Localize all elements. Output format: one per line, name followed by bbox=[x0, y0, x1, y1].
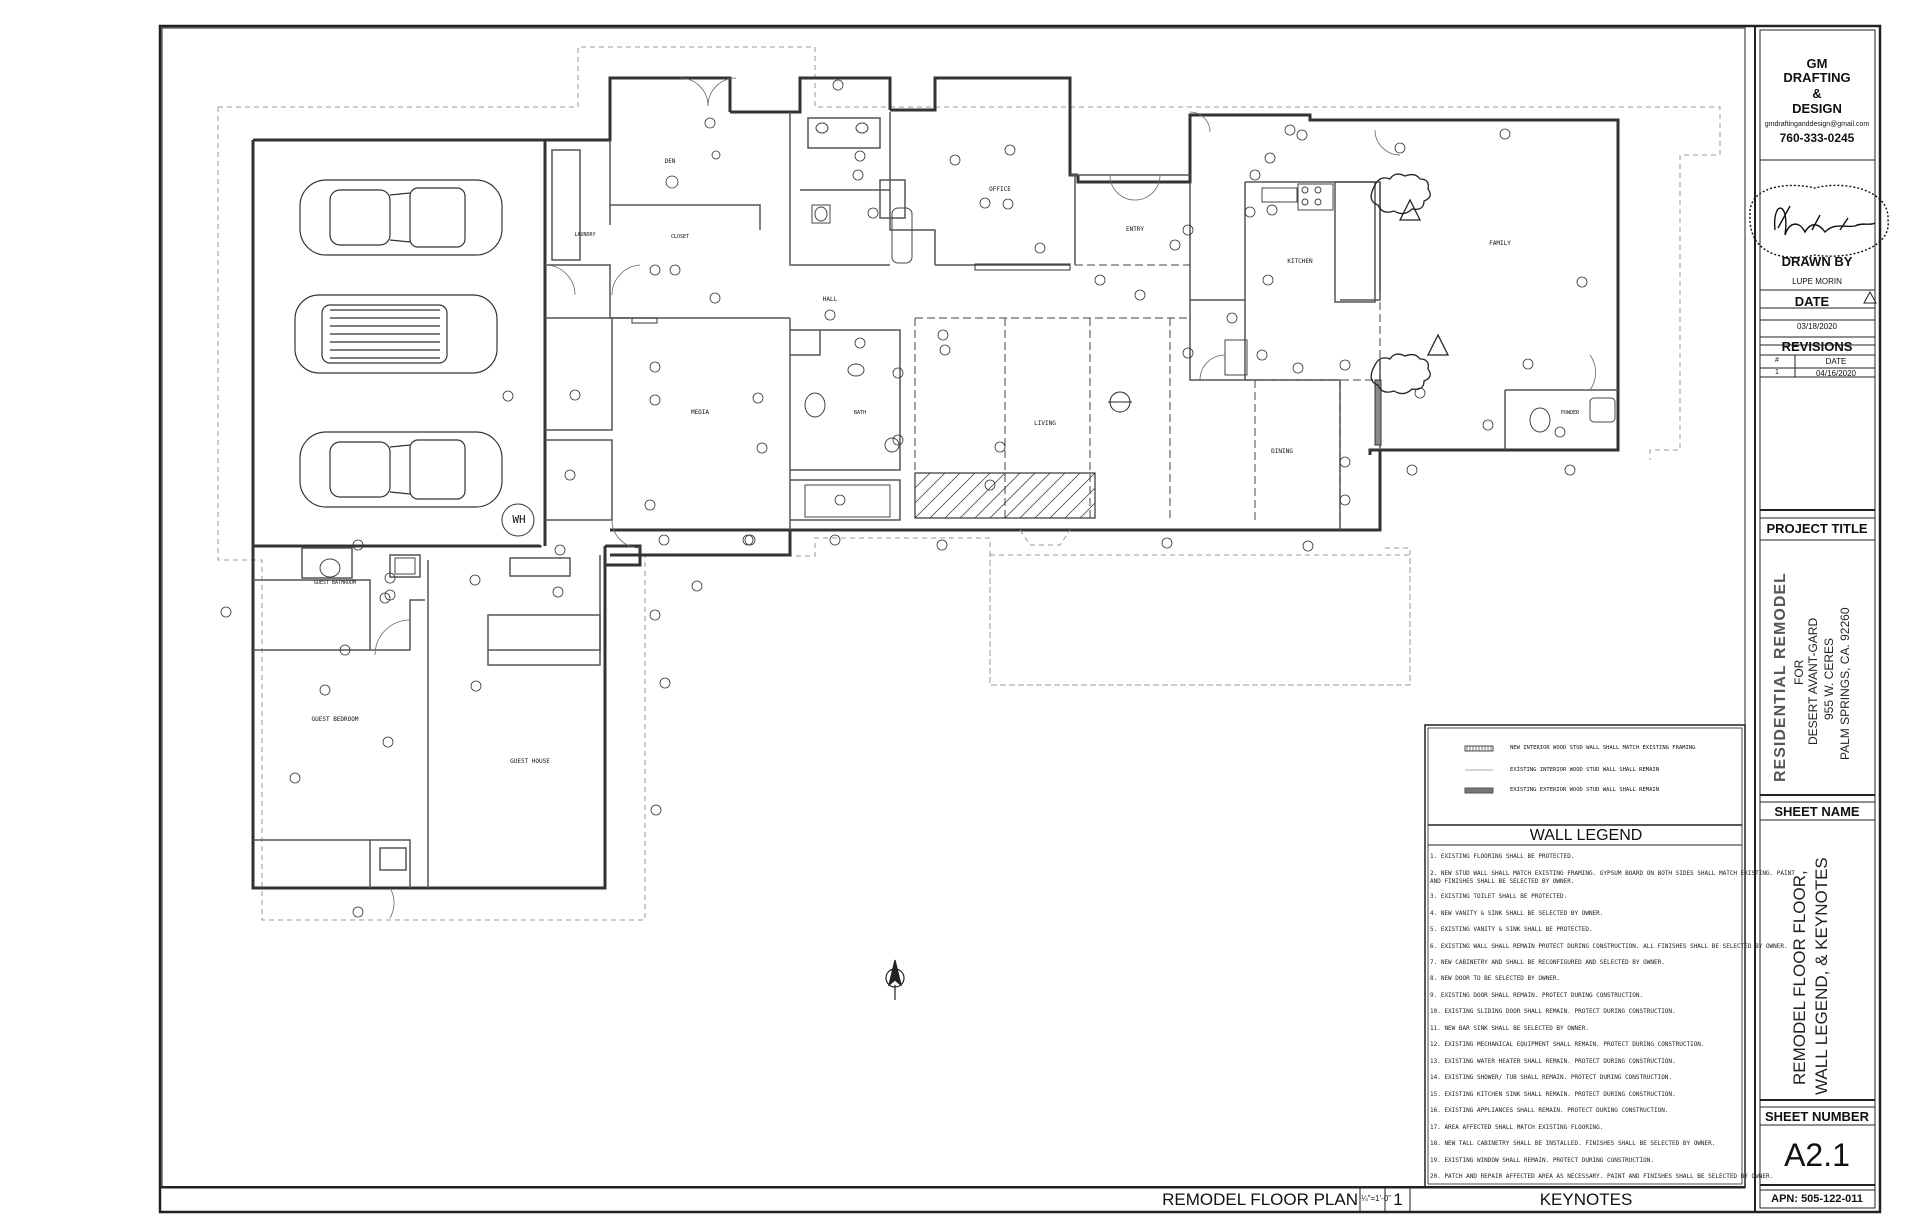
room-label-powder: POWDER bbox=[1560, 410, 1580, 416]
keynote-item: 4. NEW VANITY & SINK SHALL BE SELECTED B… bbox=[1430, 910, 1604, 917]
company-email: gmdraftinganddesign@gmail.com bbox=[1764, 121, 1870, 128]
company-name-line3: & bbox=[1812, 86, 1822, 101]
keynote-item: 6. EXISTING WALL SHALL REMAIN PROTECT DU… bbox=[1430, 943, 1788, 950]
keynote-item: 13. EXISTING WATER HEATER SHALL REMAIN. … bbox=[1430, 1058, 1676, 1065]
room-label-hall: HALL bbox=[822, 296, 838, 303]
legend-item-existing-exterior: EXISTING EXTERIOR WOOD STUD WALL SHALL R… bbox=[1510, 787, 1660, 793]
wall-legend-title: WALL LEGEND bbox=[1529, 827, 1643, 844]
company-phone: 760-333-0245 bbox=[1779, 131, 1855, 145]
section-marker-icon bbox=[1108, 391, 1132, 413]
sheet-number-label: SHEET NUMBER bbox=[1764, 1109, 1869, 1124]
new-wall-hatch bbox=[631, 263, 1382, 519]
room-label-living: LIVING bbox=[1034, 420, 1056, 427]
project-line2: FOR bbox=[1792, 659, 1806, 685]
revision-col-date: DATE bbox=[1825, 357, 1847, 366]
fixtures bbox=[319, 122, 1616, 578]
revisions-label: REVISIONS bbox=[1781, 339, 1853, 354]
legend-item-new-wall: NEW INTERIOR WOOD STUD WALL SHALL MATCH … bbox=[1510, 745, 1696, 751]
revision-1-date: 04/16/2020 bbox=[1815, 369, 1857, 378]
keynote-item: 20. PATCH AND REPAIR AFFECTED AREA AS NE… bbox=[1430, 1173, 1774, 1180]
keynote-item: 1. EXISTING FLOORING SHALL BE PROTECTED. bbox=[1430, 853, 1575, 860]
keynotes-title: KEYNOTES bbox=[1539, 1190, 1633, 1209]
keynote-item: 2. NEW STUD WALL SHALL MATCH EXISTING FR… bbox=[1430, 870, 1795, 877]
keynote-item: 16. EXISTING APPLIANCES SHALL REMAIN. PR… bbox=[1430, 1107, 1669, 1114]
keynote-item: 7. NEW CABINETRY AND SHALL BE RECONFIGUR… bbox=[1430, 959, 1665, 966]
room-label-bath: BATH bbox=[853, 410, 867, 416]
revision-1-num: 1 bbox=[1775, 369, 1779, 376]
keynote-item: 15. EXISTING KITCHEN SINK SHALL REMAIN. … bbox=[1430, 1091, 1676, 1098]
company-name-line4: DESIGN bbox=[1792, 101, 1842, 116]
room-label-office: OFFICE bbox=[989, 186, 1011, 193]
keynote-item: 19. EXISTING WINDOW SHALL REMAIN. PROTEC… bbox=[1430, 1157, 1654, 1164]
room-label-guest-bath: GUEST BATHROOM bbox=[313, 580, 357, 586]
room-label-den: DEN bbox=[664, 158, 676, 165]
drawn-by-value: LUPE MORIN bbox=[1792, 277, 1842, 286]
company-name-line2: DRAFTING bbox=[1783, 70, 1851, 85]
plan-scale: ¼"=1'-0" bbox=[1361, 1194, 1392, 1203]
room-label-family: FAMILY bbox=[1489, 240, 1511, 247]
exterior-walls bbox=[251, 76, 1620, 890]
water-heater-icon bbox=[501, 503, 535, 537]
sheet-number: A2.1 bbox=[1784, 1137, 1850, 1173]
sheet-border bbox=[158, 24, 1882, 1214]
patio-outline bbox=[989, 529, 1411, 686]
room-label-wh: WH bbox=[512, 513, 526, 526]
car-icon bbox=[299, 431, 503, 508]
room-label-dining: DINING bbox=[1271, 448, 1293, 455]
sheet-name-label: SHEET NAME bbox=[1774, 804, 1860, 819]
sheet-name-line2: WALL LEGEND, & KEYNOTES bbox=[1812, 857, 1831, 1095]
keynote-item: 3. EXISTING TOILET SHALL BE PROTECTED. bbox=[1430, 893, 1568, 900]
room-label-guest-house: GUEST HOUSE bbox=[510, 758, 550, 765]
room-label-closet: CLOSET bbox=[670, 234, 690, 240]
roof-outline bbox=[217, 46, 1721, 921]
plan-title: REMODEL FLOOR PLAN bbox=[1162, 1190, 1358, 1209]
room-label-kitchen: KITCHEN bbox=[1287, 258, 1313, 265]
company-name-line1: GM bbox=[1806, 56, 1828, 71]
sheet-name-line1: REMODEL FLOOR FLOOR, bbox=[1790, 870, 1809, 1085]
legend-item-existing-interior: EXISTING INTERIOR WOOD STUD WALL SHALL R… bbox=[1510, 767, 1660, 773]
keynote-item: 18. NEW TALL CABINETRY SHALL BE INSTALLE… bbox=[1430, 1140, 1716, 1147]
keynote-item: 5. EXISTING VANITY & SINK SHALL BE PROTE… bbox=[1430, 926, 1593, 933]
signature-stamp bbox=[1749, 184, 1889, 259]
project-title-label: PROJECT TITLE bbox=[1766, 521, 1868, 536]
legend-box bbox=[1424, 724, 1746, 1188]
keynote-item: 11. NEW BAR SINK SHALL BE SELECTED BY OW… bbox=[1430, 1025, 1589, 1032]
car-icon bbox=[294, 294, 498, 374]
date-label: DATE bbox=[1794, 294, 1830, 309]
north-arrow-icon bbox=[885, 959, 905, 1000]
project-line3: DESERT AVANT-GARD bbox=[1806, 617, 1820, 745]
room-label-entry: ENTRY bbox=[1125, 226, 1145, 233]
beam-lines bbox=[914, 264, 1381, 520]
room-label-laundry: LAUNDRY bbox=[574, 232, 596, 238]
room-label-guest-bed: GUEST BEDROOM bbox=[311, 716, 359, 723]
door-swings bbox=[374, 77, 1596, 919]
car-icon bbox=[299, 179, 503, 256]
project-line5: PALM SPRINGS, CA. 92260 bbox=[1838, 607, 1852, 760]
project-line1: RESIDENTIAL REMODEL bbox=[1772, 572, 1789, 782]
drawn-by-label: DRAWN BY bbox=[1781, 254, 1853, 269]
revision-triangle-icon bbox=[1863, 290, 1877, 304]
title-block-frame bbox=[1754, 25, 1881, 1213]
keynote-item: 17. AREA AFFECTED SHALL MATCH EXISTING F… bbox=[1430, 1124, 1604, 1131]
keynote-item: 14. EXISTING SHOWER/ TUB SHALL REMAIN. P… bbox=[1430, 1074, 1673, 1081]
keynote-item: 12. EXISTING MECHANICAL EQUIPMENT SHALL … bbox=[1430, 1041, 1705, 1048]
keynote-item: 9. EXISTING DOOR SHALL REMAIN. PROTECT D… bbox=[1430, 992, 1644, 999]
date-value: 03/18/2020 bbox=[1796, 322, 1838, 331]
keynote-item: 10. EXISTING SLIDING DOOR SHALL REMAIN. … bbox=[1430, 1008, 1676, 1015]
revision-col-num: # bbox=[1775, 357, 1779, 364]
apn-number: APN: 505-122-011 bbox=[1771, 1193, 1863, 1205]
revision-cloud bbox=[1370, 173, 1450, 395]
keynote-item: AND FINISHES SHALL BE SELECTED BY OWNER. bbox=[1430, 878, 1575, 885]
project-line4: 955 W. CERES bbox=[1822, 637, 1836, 720]
keynote-item: 8. NEW DOOR TO BE SELECTED BY OWNER. bbox=[1430, 975, 1561, 982]
interior-walls bbox=[253, 112, 1618, 888]
room-label-media: MEDIA bbox=[690, 409, 710, 416]
detail-number: 1 bbox=[1393, 1190, 1403, 1209]
keynote-tags bbox=[220, 79, 1588, 918]
